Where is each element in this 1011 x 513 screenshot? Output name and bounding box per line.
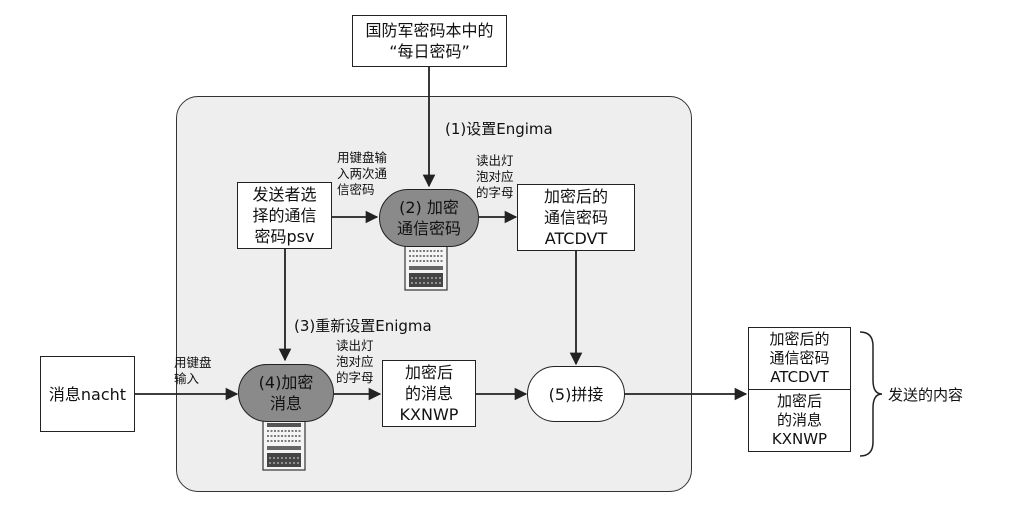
daily-key-node: 国防军密码本中的 “每日密码” [352, 15, 507, 67]
output-stack: 加密后的 通信密码 ATCDVT 加密后 的消息 KXNWP [748, 327, 851, 452]
concat-node: (5)拼接 [527, 366, 625, 422]
encrypt-msg-node: (4)加密 消息 [238, 364, 334, 422]
read-bulbs-label-1: 读出灯 泡对应 的字母 [476, 153, 514, 200]
encrypt-comm-node: (2) 加密 通信密码 [379, 189, 479, 247]
enigma-machine-icon [262, 419, 306, 471]
encrypted-msg-node: 加密后 的消息 KXNWP [382, 360, 476, 427]
setup-label: (1)设置Engima [445, 120, 553, 138]
keyboard-input-label: 用键盘 输入 [174, 355, 212, 386]
output-encrypted-comm: 加密后的 通信密码 ATCDVT [749, 328, 850, 390]
message-node: 消息nacht [40, 356, 135, 432]
output-encrypted-msg: 加密后 的消息 KXNWP [771, 391, 828, 448]
enigma-machine-icon [404, 239, 448, 291]
sender-choice-node: 发送者选 择的通信 密码psv [237, 182, 332, 249]
keyboard-twice-label: 用键盘输 入两次通 信密码 [337, 150, 388, 197]
reset-label: (3)重新设置Enigma [294, 317, 432, 335]
sent-content-label: 发送的内容 [888, 386, 964, 404]
read-bulbs-label-2: 读出灯 泡对应 的字母 [336, 338, 374, 385]
encrypted-comm-node: 加密后的 通信密码 ATCDVT [517, 184, 635, 251]
output-brace [859, 331, 883, 457]
